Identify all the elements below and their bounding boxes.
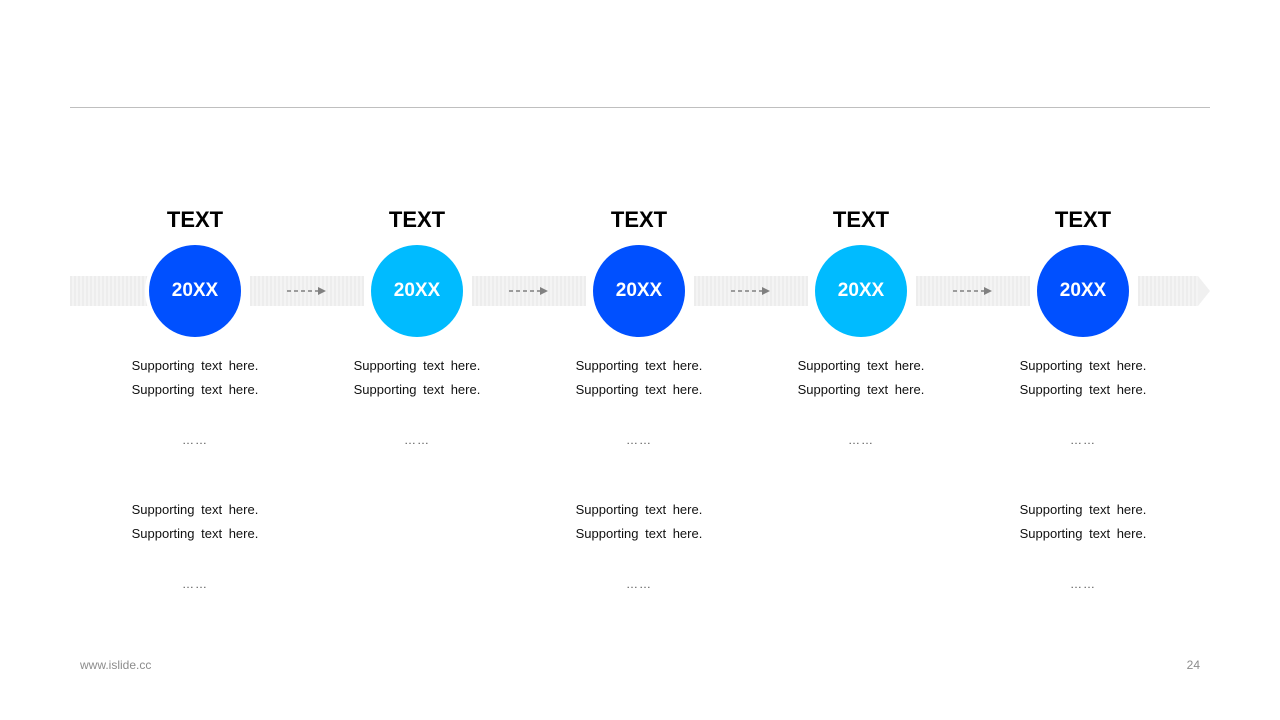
supporting-text: Supporting text here. (131, 502, 259, 517)
year-circle: 20XX (815, 245, 907, 337)
stage-title: TEXT (610, 207, 668, 232)
year-circle: 20XX (1037, 245, 1129, 337)
supporting-text: Supporting text here. (575, 502, 703, 517)
ellipsis-text: …… (1070, 433, 1096, 447)
year-label: 20XX (171, 280, 219, 301)
ellipsis-text: …… (1070, 577, 1096, 591)
ellipsis-text: …… (182, 433, 208, 447)
page-number: 24 (1186, 658, 1200, 672)
timeline-band-segment (472, 276, 586, 306)
year-label: 20XX (837, 280, 885, 301)
supporting-text: Supporting text here. (353, 358, 481, 373)
timeline-band-segment (1138, 276, 1198, 306)
timeline-band-segment (70, 276, 150, 306)
flow-arrow-icon (731, 287, 770, 295)
supporting-text: Supporting text here. (1019, 502, 1147, 517)
stage-title: TEXT (388, 207, 446, 232)
footer-url: www.islide.cc (80, 658, 152, 672)
supporting-text: Supporting text here. (575, 526, 703, 541)
supporting-text: Supporting text here. (131, 382, 259, 397)
supporting-text: Supporting text here. (797, 358, 925, 373)
supporting-text: Supporting text here. (1019, 382, 1147, 397)
flow-arrow-icon (509, 287, 548, 295)
stage-title: TEXT (166, 207, 224, 232)
timeline-band-segment (250, 276, 364, 306)
supporting-text: Supporting text here. (131, 526, 259, 541)
timeline-band-segment (694, 276, 808, 306)
supporting-text: Supporting text here. (575, 382, 703, 397)
ellipsis-text: …… (182, 577, 208, 591)
ellipsis-text: …… (626, 577, 652, 591)
flow-arrow-icon (287, 287, 326, 295)
year-circle: 20XX (593, 245, 685, 337)
ellipsis-text: …… (626, 433, 652, 447)
top-divider-line (70, 107, 1210, 108)
supporting-text: Supporting text here. (797, 382, 925, 397)
year-label: 20XX (615, 280, 663, 301)
stage-title: TEXT (832, 207, 890, 232)
timeline-arrow-tip (1198, 276, 1210, 306)
year-circle: 20XX (149, 245, 241, 337)
ellipsis-text: …… (848, 433, 874, 447)
year-label: 20XX (393, 280, 441, 301)
supporting-text: Supporting text here. (1019, 526, 1147, 541)
ellipsis-text: …… (404, 433, 430, 447)
flow-arrow-icon (953, 287, 992, 295)
supporting-text: Supporting text here. (575, 358, 703, 373)
supporting-text: Supporting text here. (131, 358, 259, 373)
year-label: 20XX (1059, 280, 1107, 301)
timeline-band (0, 276, 1280, 306)
timeline-band-segment (916, 276, 1030, 306)
year-circle: 20XX (371, 245, 463, 337)
supporting-text: Supporting text here. (1019, 358, 1147, 373)
stage-title: TEXT (1054, 207, 1112, 232)
supporting-text: Supporting text here. (353, 382, 481, 397)
